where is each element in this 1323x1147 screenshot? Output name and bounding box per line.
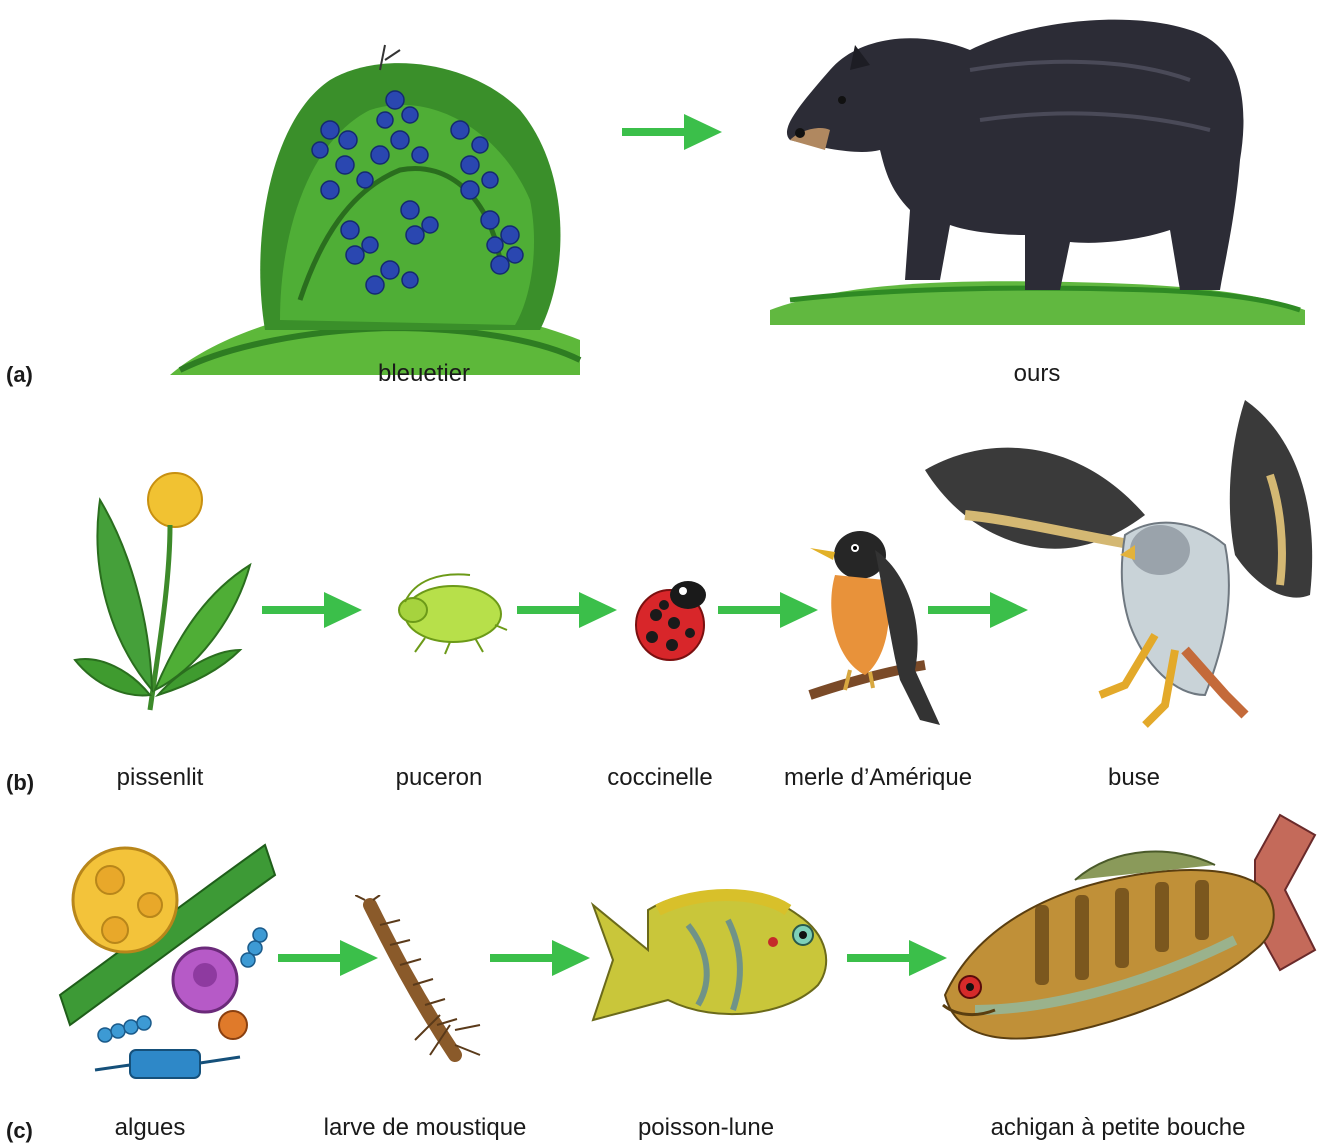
ladybug-icon <box>628 575 713 665</box>
aphid-icon <box>385 570 510 655</box>
bass-icon <box>935 810 1320 1055</box>
part-label-c: (c) <box>6 1118 33 1144</box>
arrow-icon <box>517 590 627 630</box>
algae-icon <box>55 835 280 1100</box>
dandelion-icon <box>70 470 260 715</box>
organism-label: ours <box>1014 360 1061 388</box>
organism-label: algues <box>115 1114 186 1142</box>
organism-label: bleuetier <box>378 360 470 388</box>
blueberry-bush-icon <box>170 40 590 380</box>
arrow-icon <box>490 938 600 978</box>
arrow-icon <box>262 590 372 630</box>
part-label-b: (b) <box>6 770 34 796</box>
sunfish-icon <box>588 880 843 1040</box>
mosquito-larva-icon <box>355 895 485 1070</box>
organism-label: coccinelle <box>607 764 712 792</box>
organism-label: merle d’Amérique <box>784 764 972 792</box>
hawk-icon <box>925 395 1320 740</box>
organism-label: poisson-lune <box>638 1114 774 1142</box>
organism-label: puceron <box>396 764 483 792</box>
organism-label: buse <box>1108 764 1160 792</box>
bear-icon <box>770 10 1310 330</box>
organism-label: larve de moustique <box>324 1114 527 1142</box>
organism-label: achigan à petite bouche <box>991 1114 1246 1142</box>
part-label-a: (a) <box>6 362 33 388</box>
organism-label: pissenlit <box>117 764 204 792</box>
arrow-icon <box>622 112 732 152</box>
